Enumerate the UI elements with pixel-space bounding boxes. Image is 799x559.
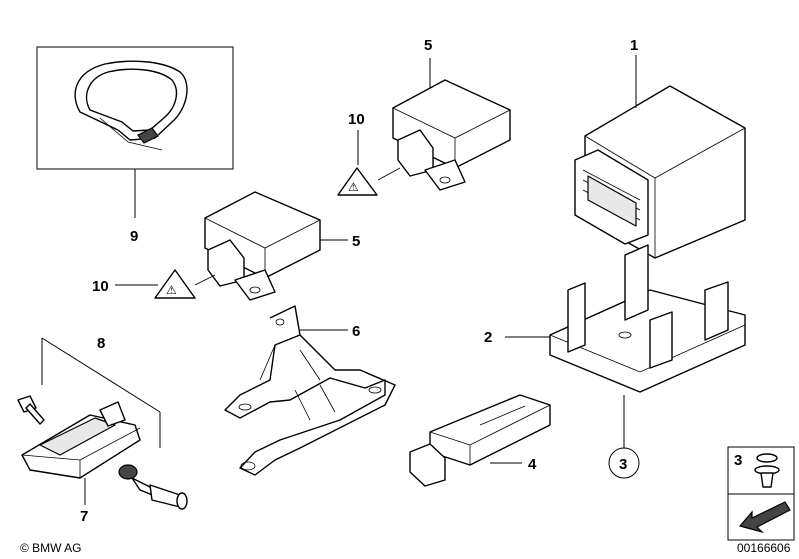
- legend-number: 3: [734, 452, 742, 469]
- part-1-control-module[interactable]: [574, 85, 746, 259]
- callout-8: 8: [97, 335, 105, 352]
- part-3-callout-circle[interactable]: 3: [608, 447, 640, 479]
- clip-icon: [754, 453, 780, 488]
- part-2-holder-bracket[interactable]: [549, 244, 746, 393]
- diagram-id: 00166606: [737, 541, 791, 555]
- arrow-icon: [738, 501, 791, 534]
- part-10-warning-label-middle[interactable]: ⚠: [154, 269, 196, 299]
- callout-10-top: 10: [348, 111, 365, 128]
- part-5-control-unit-middle[interactable]: [204, 191, 321, 301]
- part-10-warning-label-top[interactable]: ⚠: [337, 167, 378, 196]
- part-6-mounting-bracket[interactable]: [224, 305, 396, 476]
- part-5-control-unit-top[interactable]: [392, 79, 511, 191]
- part-8-screw[interactable]: [17, 395, 45, 425]
- part-9-tire-sensor-band[interactable]: [36, 46, 234, 170]
- callout-6: 6: [352, 323, 360, 340]
- callout-7: 7: [80, 508, 88, 525]
- callout-9: 9: [130, 228, 138, 245]
- legend-box: 3: [727, 446, 795, 541]
- callout-5-top: 5: [424, 37, 432, 54]
- callout-10-middle: 10: [92, 278, 109, 295]
- callout-2: 2: [484, 329, 492, 346]
- callout-3: 3: [619, 456, 627, 473]
- callout-4: 4: [528, 456, 537, 473]
- part-4-antenna-module[interactable]: [409, 394, 551, 487]
- copyright-label: © BMW AG: [20, 541, 82, 555]
- warning-triangle-icon: ⚠: [166, 283, 177, 297]
- warning-triangle-icon: ⚠: [348, 180, 359, 194]
- callout-5-middle: 5: [352, 233, 360, 250]
- part-8-valve[interactable]: [118, 464, 188, 510]
- part-8-sensor-housing[interactable]: [21, 401, 141, 479]
- callout-1: 1: [630, 37, 638, 54]
